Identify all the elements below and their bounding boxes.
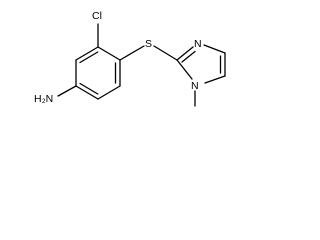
bond-c2-n3	[176, 46, 194, 61]
bond-c-s	[119, 45, 145, 61]
atom-label-sulfur: S	[145, 38, 152, 50]
molecule-structure: Cl S N N H₂N	[34, 10, 226, 107]
bond-c3-c4	[97, 85, 121, 100]
atom-label-amine: H₂N	[34, 93, 53, 105]
double-bond-c2-n3	[181, 50, 196, 63]
bond-c6-c1	[75, 46, 99, 61]
atom-label-n1: N	[191, 80, 199, 92]
atom-label-chlorine: Cl	[92, 10, 102, 22]
atom-label-n3: N	[194, 38, 202, 50]
bond-c1-c2	[97, 46, 121, 61]
double-bond-c4-c5	[79, 82, 99, 95]
imidazole-ring	[176, 44, 226, 107]
bond-c-nh2	[57, 85, 77, 97]
bond-c4-c5	[75, 85, 99, 100]
bond-c5-n1	[204, 75, 226, 84]
double-bond-c6-c1	[79, 51, 99, 64]
bond-n1-c2	[176, 59, 193, 80]
bond-n3-c4	[203, 44, 226, 54]
benzene-ring	[75, 46, 121, 100]
bond-s-c2	[153, 45, 178, 61]
